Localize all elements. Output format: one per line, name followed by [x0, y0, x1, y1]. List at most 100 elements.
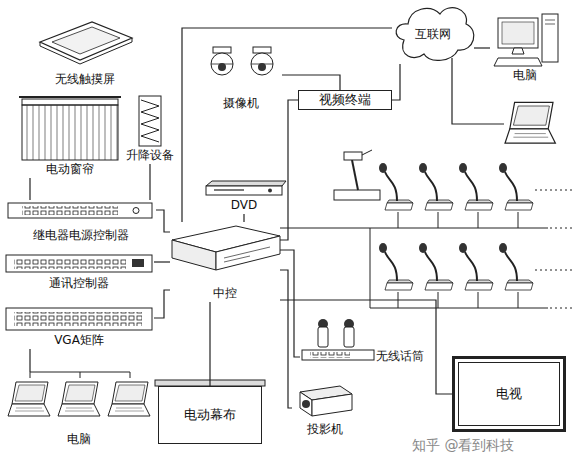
connector	[474, 48, 490, 49]
television: 电视	[452, 356, 566, 432]
touch-screen-icon	[40, 22, 132, 60]
microphone-row	[535, 190, 575, 308]
connector-line	[280, 100, 298, 240]
lift-device: 升降设备	[122, 92, 178, 164]
connector-line	[29, 349, 30, 372]
microphone-row	[280, 163, 575, 308]
node-label: 投影机	[307, 422, 343, 436]
lift-icon	[141, 100, 159, 142]
central-controller-icon	[224, 247, 270, 262]
touch-screen-icon	[40, 38, 132, 64]
connector-line	[149, 164, 150, 200]
connector	[282, 75, 340, 90]
microphone-row	[459, 163, 493, 210]
node-label: 电脑	[67, 432, 91, 446]
projector: 投影机	[292, 378, 358, 438]
rack-unit	[132, 259, 144, 267]
wireless-mic-icon	[302, 319, 374, 360]
laptop-group	[58, 382, 100, 416]
lift-icon	[139, 96, 161, 146]
laptop-group	[8, 372, 150, 416]
node-label: 摄像机	[223, 96, 259, 110]
connector-line	[280, 300, 452, 394]
connector	[30, 349, 31, 372]
wireless-mic-icon	[302, 350, 374, 360]
connector	[280, 300, 452, 394]
dvd-icon	[268, 189, 272, 193]
node-label: 中控	[213, 286, 237, 300]
wireless-mic-icon	[318, 327, 328, 347]
connector	[150, 164, 151, 200]
connector-line	[209, 302, 210, 386]
microphone-row	[280, 212, 548, 228]
node-label: 电动幕布	[184, 408, 236, 422]
laptop-group	[8, 382, 50, 416]
curtain: 电动窗帘	[18, 92, 122, 178]
curtain-icon	[19, 97, 121, 160]
node-label: 互联网	[415, 27, 451, 41]
central-controller-icon	[172, 226, 280, 270]
camera-icon	[211, 47, 233, 75]
pc-icon	[542, 14, 558, 62]
rack-unit	[6, 255, 152, 272]
pc-icon	[502, 22, 534, 44]
curtain-icon	[22, 105, 118, 160]
connector	[210, 302, 211, 386]
connector-line	[280, 270, 292, 408]
node-label: DVD	[231, 198, 257, 212]
rack-unit	[6, 308, 152, 330]
touch-screen-icon	[40, 22, 132, 64]
projection-screen: 电动幕布	[158, 386, 262, 444]
connector	[154, 262, 170, 263]
touch-screen: 无线触摸屏	[30, 18, 140, 88]
laptop-icon	[452, 58, 504, 124]
rack-unit	[133, 208, 139, 214]
connector-line	[154, 290, 170, 318]
microphone-row	[379, 163, 413, 210]
wireless-mic: 无线话筒	[300, 316, 426, 368]
dvd-icon	[206, 181, 286, 186]
microphone-row	[499, 243, 533, 290]
video-terminal: 视频终端	[298, 90, 392, 110]
projector-icon	[300, 392, 312, 416]
watermark: 知乎 @看到科技	[410, 437, 516, 455]
touch-screen-icon	[52, 27, 120, 54]
comm-controller: 通讯控制器	[4, 252, 154, 292]
pc: 电脑	[490, 12, 560, 84]
projector-icon	[302, 400, 310, 408]
connector-line	[182, 28, 392, 222]
node-label: 电动窗帘	[46, 162, 94, 176]
camera-icon	[251, 47, 273, 75]
pc-icon	[498, 18, 538, 48]
connector	[280, 270, 292, 408]
doc-camera-icon	[352, 160, 358, 190]
connector-line	[156, 210, 170, 232]
laptop-group	[30, 372, 130, 378]
node-label: 无线话筒	[376, 349, 424, 363]
microphone-row	[379, 243, 413, 290]
microphone-row	[370, 228, 548, 308]
projector-icon	[300, 386, 352, 416]
microphone-row	[459, 243, 493, 290]
node-label: VGA矩阵	[54, 333, 104, 347]
vga-matrix: VGA矩阵	[4, 305, 154, 349]
connector-line	[282, 75, 340, 90]
rack-unit	[14, 259, 126, 269]
microphone-row	[419, 243, 453, 290]
laptop-icon	[505, 102, 555, 143]
rack-unit	[8, 203, 152, 218]
rack-unit	[6, 203, 152, 330]
pc-icon	[494, 58, 542, 66]
wireless-mic-icon	[344, 327, 354, 347]
camera: 摄像机	[200, 38, 282, 112]
connector-line	[474, 47, 490, 48]
connector-line	[280, 250, 300, 357]
internet-cloud	[396, 8, 474, 61]
connector-line	[392, 64, 400, 100]
node-label: 无线触摸屏	[55, 72, 115, 86]
connector	[280, 100, 298, 240]
connector	[182, 28, 392, 222]
internet-cloud	[396, 8, 474, 61]
dvd-icon	[206, 181, 286, 195]
